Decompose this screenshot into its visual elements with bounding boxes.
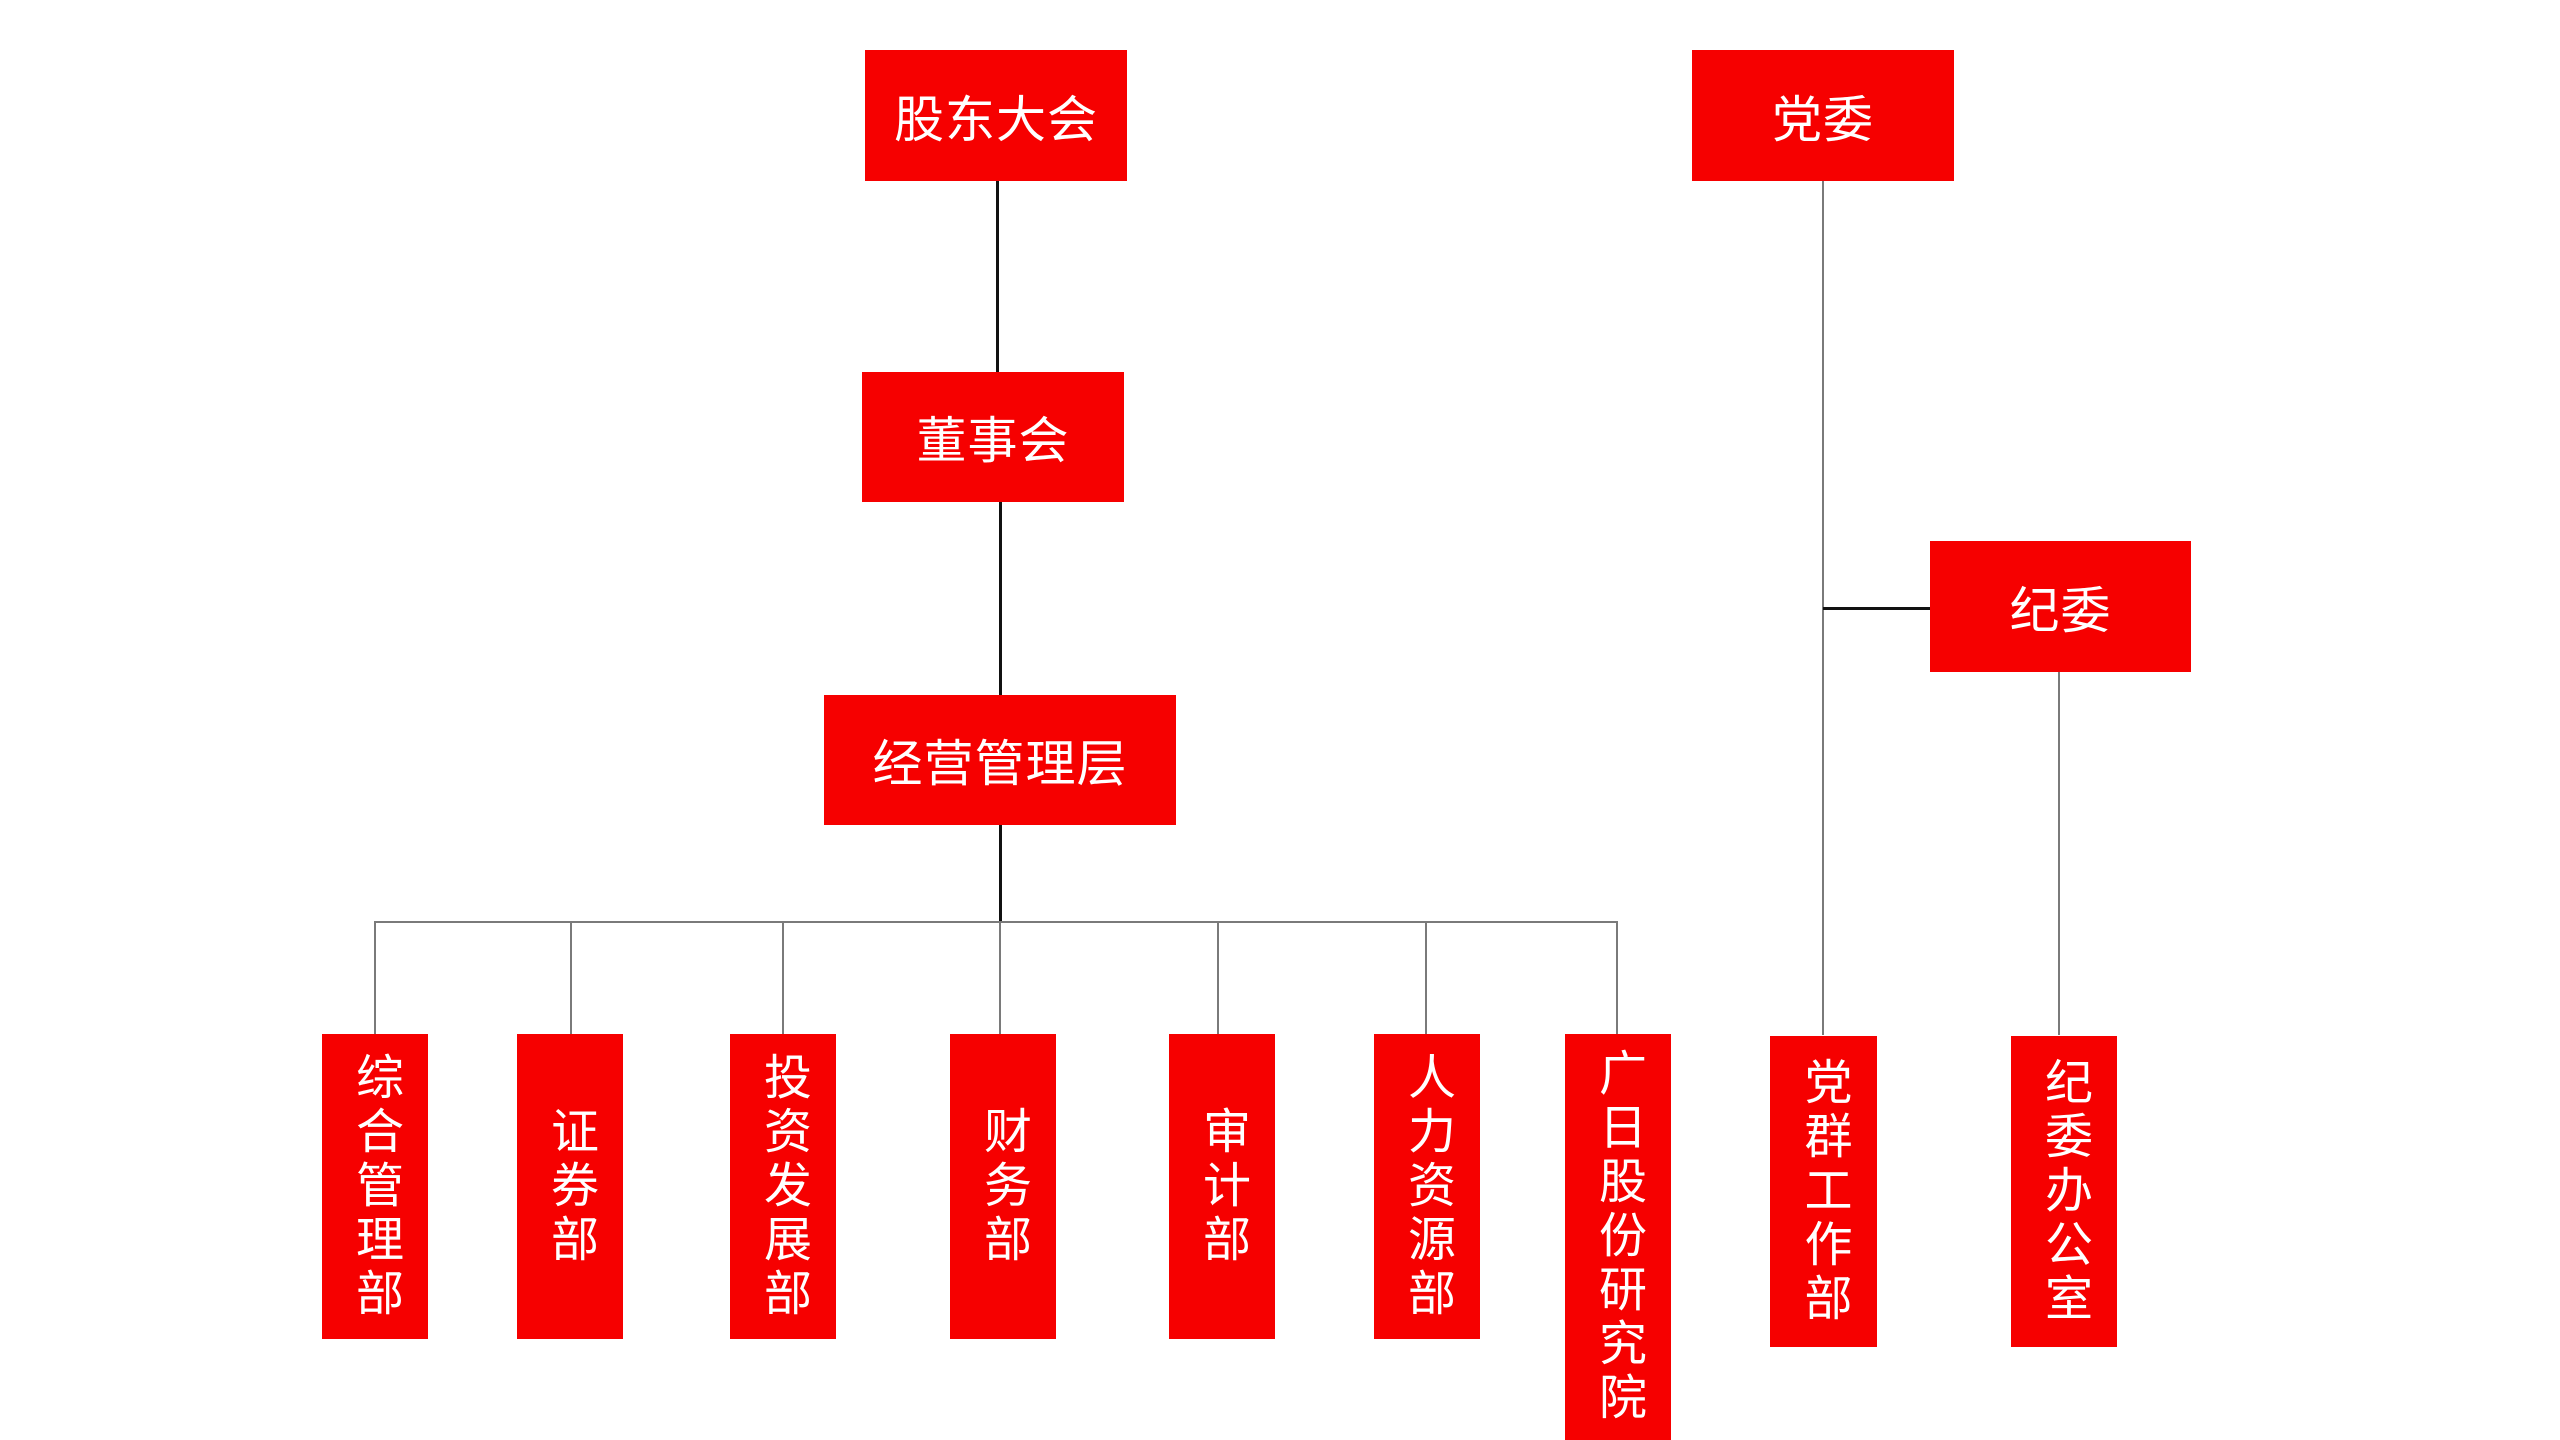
- connector-dept-6: [1425, 921, 1427, 1035]
- department-box-2: 证券部: [517, 1034, 623, 1339]
- connector-dept-5: [1217, 921, 1219, 1035]
- connector-dept-4: [999, 921, 1001, 1035]
- connector-dept-1: [374, 921, 376, 1035]
- management-box: 经营管理层: [824, 695, 1176, 825]
- discipline-office-box: 纪委办公室: [2011, 1036, 2117, 1347]
- department-box-4: 财务部: [950, 1034, 1056, 1339]
- connector-dept-3: [782, 921, 784, 1035]
- department-box-1: 综合管理部: [322, 1034, 428, 1339]
- connector-shareholders-board: [996, 181, 999, 374]
- discipline-office-label: 纪委办公室: [2036, 1056, 2092, 1327]
- party-committee-box: 党委: [1692, 50, 1954, 181]
- connector-dept-2: [570, 921, 572, 1035]
- department-label-5: 审计部: [1194, 1105, 1250, 1268]
- department-bus-line: [375, 921, 1617, 923]
- party-work-label: 党群工作部: [1795, 1056, 1852, 1327]
- board-box: 董事会: [862, 372, 1124, 502]
- shareholders-meeting-box: 股东大会: [865, 50, 1127, 181]
- department-label-2: 证券部: [542, 1105, 598, 1268]
- connector-dept-7: [1616, 921, 1618, 1035]
- department-box-5: 审计部: [1169, 1034, 1275, 1339]
- department-label-1: 综合管理部: [347, 1051, 403, 1322]
- connector-party-discipline: [1823, 607, 1930, 610]
- connector-board-management: [999, 502, 1002, 695]
- party-work-box: 党群工作部: [1770, 1036, 1877, 1347]
- department-box-6: 人力资源部: [1374, 1034, 1480, 1339]
- discipline-committee-box: 纪委: [1930, 541, 2191, 672]
- department-label-4: 财务部: [975, 1105, 1031, 1268]
- shareholders-meeting-label: 股东大会: [894, 90, 1098, 149]
- connector-discipline-office: [2058, 671, 2060, 1035]
- department-label-7: 广日股份研究院: [1590, 1048, 1646, 1426]
- department-label-6: 人力资源部: [1399, 1051, 1455, 1322]
- party-committee-label: 党委: [1772, 90, 1874, 149]
- management-label: 经营管理层: [872, 735, 1128, 793]
- department-label-3: 投资发展部: [755, 1051, 811, 1322]
- department-box-3: 投资发展部: [730, 1034, 836, 1339]
- board-label: 董事会: [916, 412, 1070, 470]
- discipline-committee-label: 纪委: [2009, 581, 2112, 640]
- connector-management-departments: [999, 825, 1002, 922]
- department-box-7: 广日股份研究院: [1565, 1034, 1671, 1440]
